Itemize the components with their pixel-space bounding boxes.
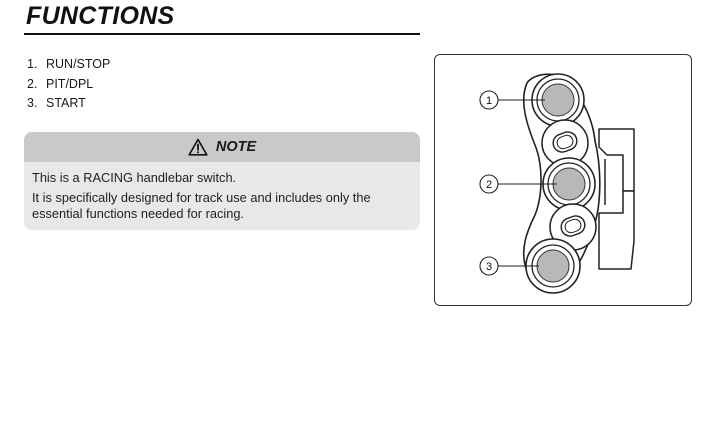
list-item-number: 1.	[27, 57, 38, 71]
note-heading: NOTE	[215, 139, 257, 155]
handlebar-switch-diagram: 1 2 3	[479, 73, 635, 294]
callout-2-label: 2	[486, 179, 492, 191]
note-line-1: This is a RACING handlebar switch.	[32, 170, 237, 185]
note-line-2: It is specifically designed for track us…	[32, 190, 371, 221]
list-item: 1. RUN/STOP	[27, 55, 110, 75]
list-item-label: PIT/DPL	[46, 76, 94, 91]
callout-3-label: 3	[486, 261, 492, 273]
button-3	[525, 238, 581, 294]
list-item-label: RUN/STOP	[46, 57, 111, 71]
list-item-number: 3.	[27, 96, 38, 110]
warning-triangle-icon	[188, 138, 208, 156]
list-item: 3. START	[27, 94, 110, 114]
callout-2: 2	[479, 174, 499, 194]
list-item-number: 2.	[27, 76, 38, 91]
toggle-lower	[549, 203, 597, 251]
title-underline	[24, 33, 420, 35]
callout-1: 1	[479, 90, 499, 110]
note-box: NOTE This is a RACING handlebar switch. …	[24, 132, 420, 230]
list-item: 2. PIT/DPL	[27, 75, 110, 95]
callout-1-label: 1	[486, 95, 492, 107]
callout-3: 3	[479, 256, 499, 276]
mount-bracket	[598, 128, 635, 270]
note-body: This is a RACING handlebar switch. It is…	[24, 162, 420, 222]
list-item-label: START	[46, 96, 86, 110]
page-title: FUNCTIONS	[26, 2, 175, 30]
callout-leaders	[498, 99, 557, 267]
handlebar-switch-figure: 1 2 3	[434, 54, 692, 306]
note-header: NOTE	[24, 132, 420, 162]
function-list: 1. RUN/STOP 2. PIT/DPL 3. START	[27, 55, 110, 114]
